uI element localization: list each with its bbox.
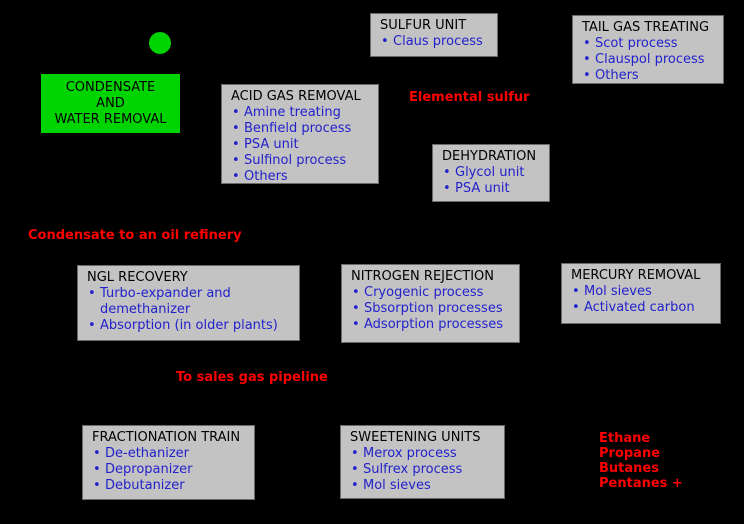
box-ngl-recovery: NGL RECOVERY Turbo-expander and demethan…	[77, 265, 300, 341]
box-title: MERCURY REMOVAL	[571, 268, 701, 283]
label-product-list: Ethane Propane Butanes Pentanes +	[599, 431, 683, 491]
box-nitrogen-rejection: NITROGEN REJECTION Cryogenic process Sbs…	[341, 264, 520, 343]
label-elemental-sulfur: Elemental sulfur	[409, 90, 530, 105]
box-item: PSA unit	[231, 137, 373, 153]
box-title-line: CONDENSATE	[65, 79, 156, 95]
label-product: Butanes	[599, 461, 659, 476]
box-item: De-ethanizer	[92, 446, 249, 462]
box-items: Merox process Sulfrex process Mol sieves	[350, 446, 499, 494]
box-item: Sbsorption processes	[351, 301, 514, 317]
label-condensate-to-refinery: Condensate to an oil refinery	[28, 228, 242, 243]
box-title: ACID GAS REMOVAL	[231, 89, 361, 104]
box-item: Adsorption processes	[351, 317, 514, 333]
box-sweetening-units: SWEETENING UNITS Merox process Sulfrex p…	[340, 425, 505, 499]
label-to-sales-gas-pipeline: To sales gas pipeline	[176, 370, 328, 385]
box-item: Turbo-expander and demethanizer	[87, 286, 294, 318]
box-item: Amine treating	[231, 105, 373, 121]
box-item: Others	[582, 68, 718, 84]
box-title: FRACTIONATION TRAIN	[92, 430, 241, 445]
box-title-line: WATER REMOVAL	[54, 111, 167, 127]
box-acid-gas-removal: ACID GAS REMOVAL Amine treating Benfield…	[221, 84, 379, 185]
box-item: PSA unit	[442, 181, 544, 197]
box-item: Benfield process	[231, 121, 373, 137]
box-fractionation-train: FRACTIONATION TRAIN De-ethanizer Depropa…	[82, 425, 255, 500]
box-item: Glycol unit	[442, 165, 544, 181]
gas-well-marker	[149, 32, 171, 54]
box-item: Activated carbon	[571, 300, 715, 316]
box-items: De-ethanizer Depropanizer Debutanizer	[92, 446, 249, 494]
box-items: Glycol unit PSA unit	[442, 165, 544, 197]
label-product: Ethane	[599, 431, 651, 446]
box-mercury-removal: MERCURY REMOVAL Mol sieves Activated car…	[561, 263, 721, 324]
label-product: Propane	[599, 446, 661, 461]
box-item: Merox process	[350, 446, 499, 462]
box-item: Debutanizer	[92, 478, 249, 494]
box-item: Claus process	[380, 34, 492, 50]
box-item: Depropanizer	[92, 462, 249, 478]
label-product: Pentanes +	[599, 476, 683, 491]
box-dehydration: DEHYDRATION Glycol unit PSA unit	[432, 144, 550, 202]
box-sulfur-unit: SULFUR UNIT Claus process	[370, 13, 498, 57]
box-title: NGL RECOVERY	[87, 270, 188, 285]
box-item: Mol sieves	[571, 284, 715, 300]
box-condensate-water-removal: CONDENSATE AND WATER REMOVAL	[41, 74, 180, 133]
box-title-line: AND	[96, 95, 125, 111]
box-title: SULFUR UNIT	[380, 18, 467, 33]
box-items: Claus process	[380, 34, 492, 50]
box-items: Turbo-expander and demethanizer Absorpti…	[87, 286, 294, 334]
box-item: Cryogenic process	[351, 285, 514, 301]
box-title: TAIL GAS TREATING	[582, 20, 710, 35]
box-item: Clauspol process	[582, 52, 718, 68]
box-item: Others	[231, 169, 373, 185]
box-item: Mol sieves	[350, 478, 499, 494]
box-title: NITROGEN REJECTION	[351, 269, 495, 284]
box-item: Scot process	[582, 36, 718, 52]
box-tail-gas-treating: TAIL GAS TREATING Scot process Clauspol …	[572, 15, 724, 84]
box-items: Cryogenic process Sbsorption processes A…	[351, 285, 514, 333]
box-item: Sulfinol process	[231, 153, 373, 169]
box-item: Sulfrex process	[350, 462, 499, 478]
box-items: Mol sieves Activated carbon	[571, 284, 715, 316]
box-items: Scot process Clauspol process Others	[582, 36, 718, 84]
box-item: Absorption (in older plants)	[87, 318, 294, 334]
box-title: DEHYDRATION	[442, 149, 537, 164]
box-title: SWEETENING UNITS	[350, 430, 481, 445]
box-items: Amine treating Benfield process PSA unit…	[231, 105, 373, 185]
